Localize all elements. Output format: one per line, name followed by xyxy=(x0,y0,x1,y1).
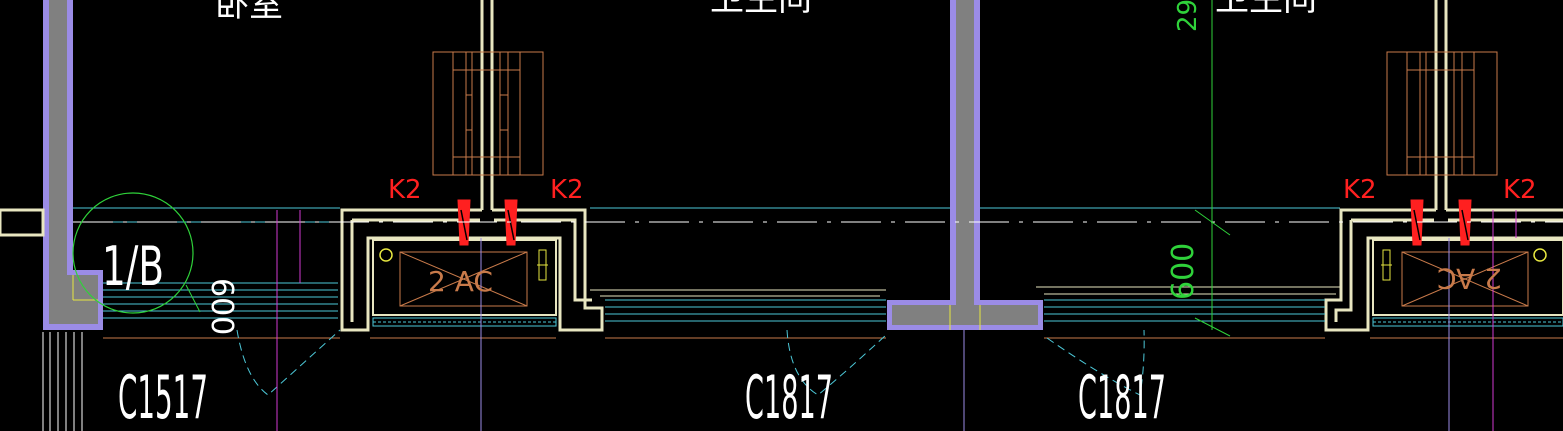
middle-wall xyxy=(887,0,1043,330)
room-labels: 卧室 卫生间 卫生间 xyxy=(215,0,1317,25)
grid-lines xyxy=(276,0,1517,431)
k2-label-1: K2 xyxy=(388,175,422,205)
ac-unit-right xyxy=(1372,239,1563,327)
room-label-bathroom-1: 卫生间 xyxy=(710,0,812,19)
ac-label-right: 2 AC xyxy=(1437,262,1502,295)
window-tags: C1517 C1817 C1817 xyxy=(118,363,1166,431)
left-wall xyxy=(43,0,103,330)
column-hatch xyxy=(42,332,83,431)
ac-label-left: 2 AC xyxy=(428,265,493,298)
room-label-bedroom: 卧室 xyxy=(215,0,283,25)
window-lines xyxy=(73,207,1340,322)
left-stub-wall xyxy=(0,208,45,237)
dimension-600-right: 600 xyxy=(1166,243,1201,300)
axis-bubble-leader xyxy=(185,284,201,313)
room-label-bathroom-2: 卫生间 xyxy=(1215,0,1317,19)
window-tag-c1817-2: C1817 xyxy=(1078,363,1166,431)
axis-bubble xyxy=(72,192,194,314)
k2-label-2: K2 xyxy=(550,175,584,205)
axis-bubble-label: 1/B xyxy=(102,235,164,298)
radiator-left xyxy=(432,51,544,176)
window-tag-c1817-1: C1817 xyxy=(745,363,833,431)
k2-labels: K2 K2 K2 K2 xyxy=(388,175,1537,205)
dimension-29: 29 xyxy=(1173,0,1203,32)
k2-label-4: K2 xyxy=(1503,175,1537,205)
radiator-right xyxy=(1386,51,1498,176)
k2-label-3: K2 xyxy=(1343,175,1377,205)
dimension-600-left: 600 xyxy=(204,278,239,335)
swing-arcs xyxy=(236,329,1145,396)
window-tag-c1517: C1517 xyxy=(118,363,208,431)
